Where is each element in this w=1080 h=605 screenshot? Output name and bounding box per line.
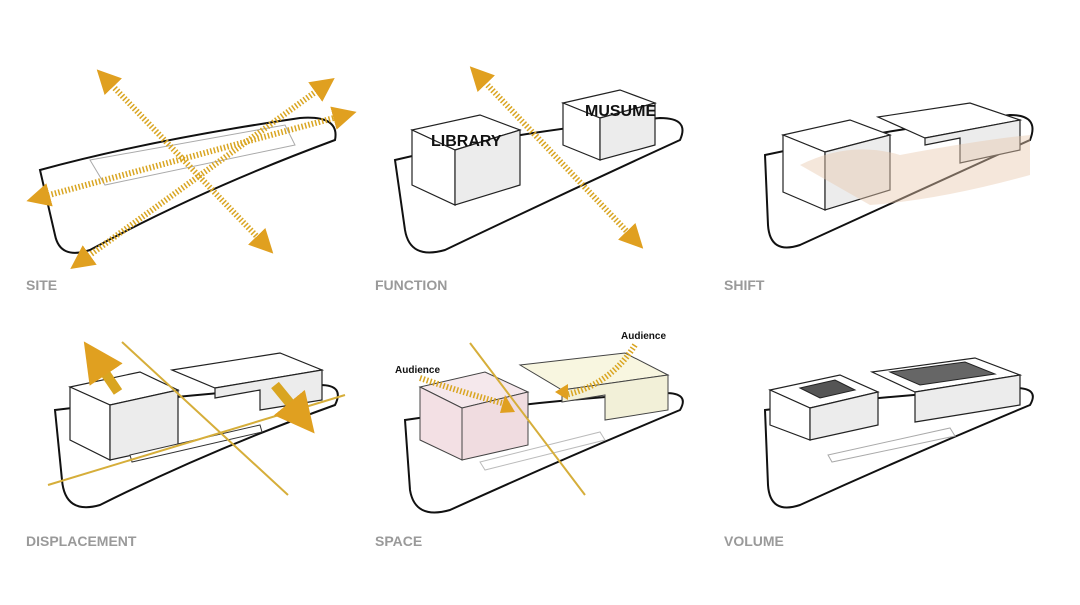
panel-label: SITE [26, 277, 57, 293]
axis-arrow [469, 66, 644, 249]
audience-arrow [419, 375, 511, 408]
hand-overlay [800, 135, 1030, 205]
panel-label: DISPLACEMENT [26, 533, 137, 549]
panel-label: SHIFT [724, 277, 765, 293]
shift-arrow [271, 381, 315, 434]
panel-space: Audience Audience SPACE [375, 331, 684, 549]
axis-arrow [26, 106, 357, 207]
audience-tag: Audience [621, 331, 666, 342]
panel-displacement: DISPLACEMENT [26, 341, 346, 549]
library-tag: LIBRARY [431, 133, 502, 150]
audience-tag: Audience [395, 365, 440, 376]
museum-tag: MUSUME [585, 103, 656, 120]
panel-label: SPACE [375, 533, 422, 549]
panel-function: LIBRARY MUSUME FUNCTION [375, 66, 684, 293]
panel-site: SITE [26, 69, 357, 293]
panel-label: FUNCTION [375, 277, 447, 293]
panel-volume: VOLUME [724, 357, 1034, 549]
panel-label: VOLUME [724, 533, 784, 549]
shift-arrow [83, 341, 123, 395]
panel-shift: SHIFT [724, 102, 1034, 293]
